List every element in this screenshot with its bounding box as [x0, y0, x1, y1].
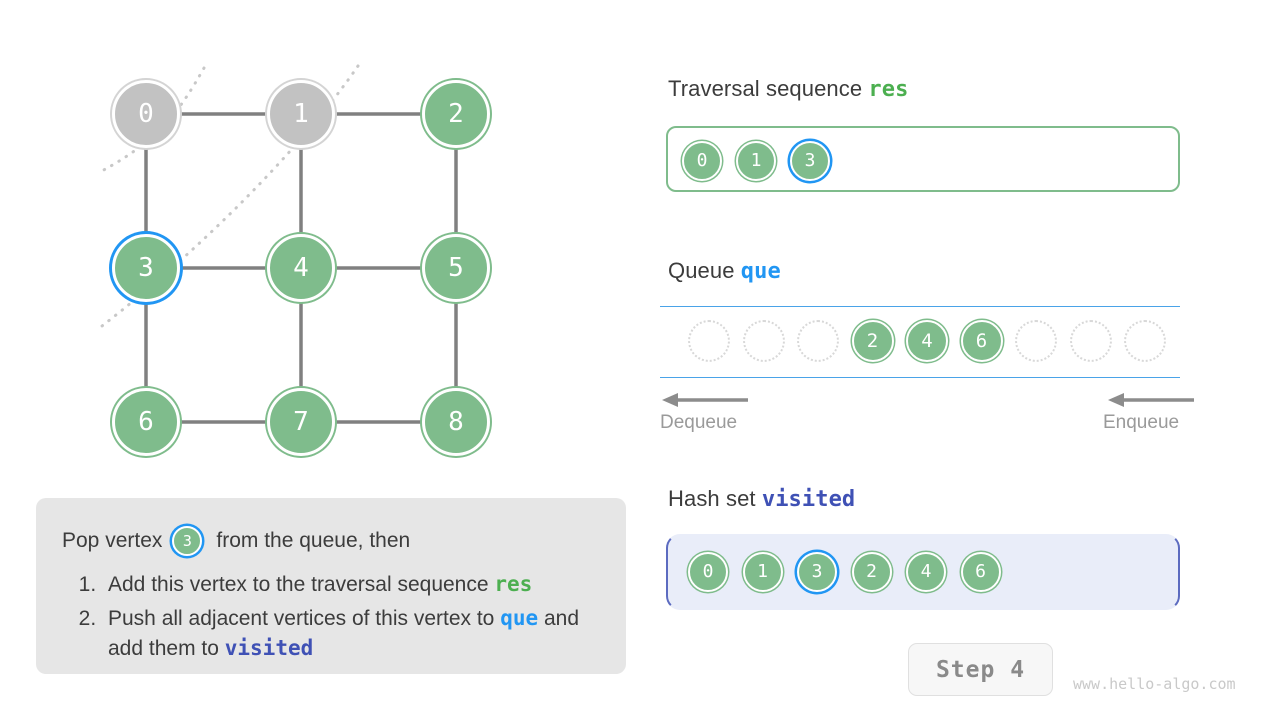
visited-item-2: 2	[851, 552, 892, 592]
visited-item-1: 1	[742, 552, 783, 592]
graph-node-5[interactable]: 5	[422, 234, 490, 302]
graph-node-3[interactable]: 3	[112, 234, 180, 302]
code-token-que: que	[500, 606, 539, 631]
graph-node-1[interactable]: 1	[267, 80, 335, 148]
visited-item-3: 3	[797, 552, 837, 592]
caption-step-2: Push all adjacent vertices of this verte…	[102, 604, 600, 663]
visited-title-code: visited	[761, 487, 856, 512]
queue-empty-slot	[688, 320, 730, 362]
caption-box: Pop vertex 3 from the queue, then Add th…	[36, 498, 626, 674]
dequeue-arrow-icon	[662, 393, 748, 407]
graph-node-4[interactable]: 4	[267, 234, 335, 302]
res-item-1: 1	[736, 141, 776, 181]
caption-step-1: Add this vertex to the traversal sequenc…	[102, 570, 600, 599]
res-title-plain: Traversal sequence	[668, 76, 863, 101]
caption-text: Push all adjacent vertices of this verte…	[108, 607, 501, 631]
graph-node-6[interactable]: 6	[112, 388, 180, 456]
caption-text: and add them to	[108, 607, 580, 660]
step-badge: Step 4	[908, 643, 1053, 696]
dequeue-label: Dequeue	[660, 412, 738, 433]
visited-item-0: 0	[688, 552, 728, 592]
queue-rail-bottom	[660, 377, 1180, 378]
graph-node-7[interactable]: 7	[267, 388, 335, 456]
queue-empty-slot	[1015, 320, 1057, 362]
queue-title-plain: Queue	[668, 258, 735, 283]
code-token-res: res	[494, 572, 533, 596]
queue-empty-slot	[1124, 320, 1166, 362]
graph-node-2[interactable]: 2	[422, 80, 490, 148]
caption-lead-after: from the queue, then	[216, 529, 411, 552]
caption-step-list: Add this vertex to the traversal sequenc…	[62, 570, 600, 663]
queue-item-6: 6	[960, 320, 1003, 362]
queue-empty-slot	[742, 320, 785, 362]
res-item-3: 3	[790, 141, 830, 181]
watermark: www.hello-algo.com	[1073, 675, 1236, 693]
graph-panel: 0 1 2 3 4 5 6 7 8	[0, 0, 620, 490]
graph-node-0[interactable]: 0	[112, 80, 180, 148]
enqueue-arrow-icon	[1108, 393, 1194, 407]
queue-section-title: Queue que	[668, 258, 781, 284]
enqueue-label: Enqueue	[1103, 412, 1180, 433]
res-item-0: 0	[682, 141, 722, 181]
visited-item-6: 6	[960, 552, 1001, 592]
visited-item-4: 4	[906, 552, 946, 592]
queue-item-4: 4	[906, 320, 948, 362]
graph-node-8[interactable]: 8	[422, 388, 490, 456]
queue-item-2: 2	[851, 320, 894, 362]
visited-title-plain: Hash set	[668, 486, 756, 511]
queue-empty-slot	[797, 320, 839, 362]
queue-empty-slot	[1069, 320, 1112, 362]
queue-rail-top	[660, 306, 1180, 307]
caption-text: Add this vertex to the traversal sequenc…	[108, 573, 495, 596]
caption-vertex-node: 3	[172, 526, 203, 556]
visited-section-title: Hash set visited	[668, 486, 855, 512]
code-token-visited: visited	[224, 635, 314, 660]
res-title-code: res	[868, 77, 909, 102]
queue-title-code: que	[740, 259, 781, 284]
caption-lead-before: Pop vertex	[62, 529, 163, 552]
caption-lead-line: Pop vertex 3 from the queue, then	[62, 522, 600, 560]
res-section-title: Traversal sequence res	[668, 76, 908, 102]
